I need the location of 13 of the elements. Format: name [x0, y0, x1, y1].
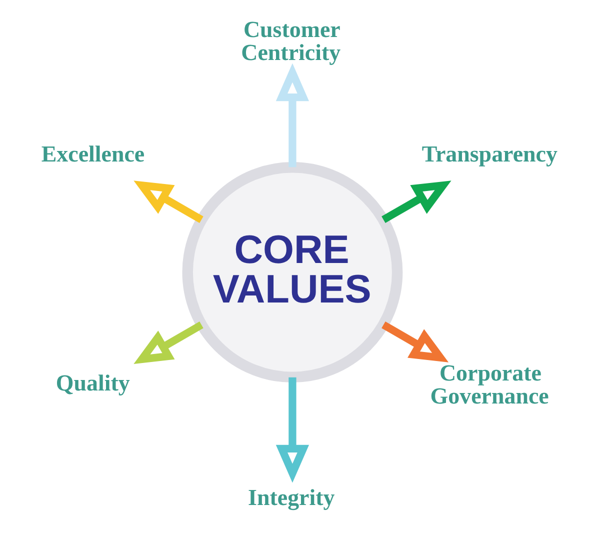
- arrow: [275, 377, 309, 483]
- arrow: [133, 322, 203, 364]
- node-text: Customer Centricity: [240, 17, 340, 66]
- node-text: Quality: [55, 370, 130, 396]
- node-circle: CORE VALUES: [182, 162, 402, 382]
- node-text: Integrity: [248, 485, 334, 510]
- arrow: [381, 322, 448, 362]
- node-text: Transparency: [421, 142, 557, 167]
- node-text: Corporate Governance: [430, 360, 548, 409]
- node-text: Excellence: [40, 142, 144, 167]
- arrow: [133, 180, 203, 224]
- arrow: [381, 180, 451, 224]
- arrow: [275, 63, 309, 168]
